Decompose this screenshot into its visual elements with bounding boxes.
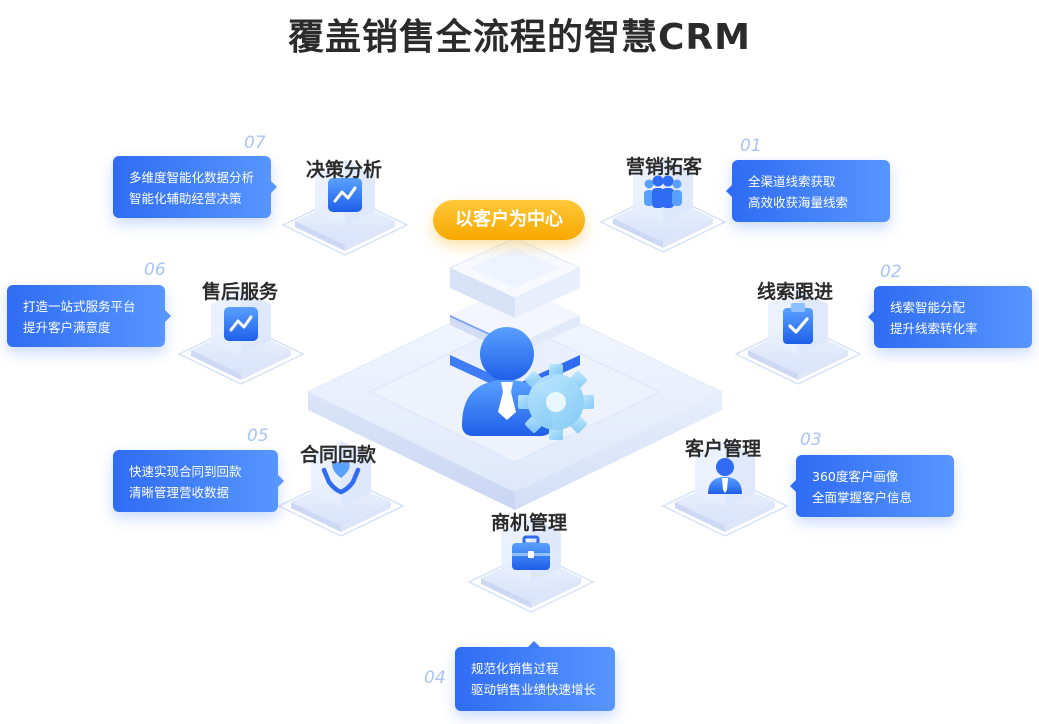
callout-line: 智能化辅助经营决策: [129, 191, 242, 206]
heart-hands-icon: [321, 461, 361, 495]
callout-line: 打造一站式服务平台: [23, 299, 136, 314]
callout-decision: 多维度智能化数据分析智能化辅助经营决策: [113, 156, 277, 218]
node-number-decision: 07: [244, 133, 266, 153]
node-number-customer: 03: [800, 430, 822, 450]
node-title-opportunity: 商机管理: [491, 512, 568, 534]
gear-icon: [518, 364, 594, 440]
line-chart-icon: [224, 307, 258, 341]
node-number-aftersales: 06: [144, 260, 166, 280]
node-number-leads: 02: [880, 262, 902, 282]
people-group-icon: [644, 175, 682, 208]
callout-line: 清晰管理营收数据: [129, 485, 230, 500]
callout-aftersales: 打造一站式服务平台提升客户满意度: [7, 285, 171, 347]
callout-payment: 快速实现合同到回款清晰管理营收数据: [113, 450, 284, 512]
callout-line: 提升客户满意度: [23, 320, 111, 335]
callout-line: 线索智能分配: [890, 300, 966, 315]
node-title-marketing: 营销拓客: [626, 156, 703, 178]
callout-line: 全渠道线索获取: [748, 174, 836, 189]
callout-line: 驱动销售业绩快速增长: [471, 682, 597, 697]
node-title-customer: 客户管理: [685, 438, 762, 460]
callout-line: 多维度智能化数据分析: [129, 170, 255, 185]
center-label: 以客户为中心: [433, 200, 585, 240]
callout-marketing: 全渠道线索获取高效收获海量线索: [726, 160, 890, 222]
node-title-aftersales: 售后服务: [202, 281, 279, 303]
line-chart-icon: [328, 178, 362, 212]
callout-customer: 360度客户画像全面掌握客户信息: [790, 455, 954, 517]
page-title: 覆盖销售全流程的智慧CRM: [288, 17, 751, 58]
node-title-decision: 决策分析: [306, 159, 383, 181]
callout-line: 高效收获海量线索: [748, 195, 849, 210]
user-icon: [708, 458, 742, 494]
node-tile-payment: [277, 441, 405, 537]
node-number-payment: 05: [247, 426, 269, 446]
callout-line: 全面掌握客户信息: [812, 490, 913, 505]
callout-opportunity: 规范化销售过程驱动销售业绩快速增长: [455, 641, 615, 711]
callout-line: 提升线索转化率: [890, 321, 978, 336]
node-number-marketing: 01: [740, 136, 762, 156]
node-title-leads: 线索跟进: [757, 281, 834, 303]
callout-line: 规范化销售过程: [471, 661, 559, 676]
node-number-opportunity: 04: [424, 668, 446, 688]
callout-line: 快速实现合同到回款: [129, 464, 242, 479]
briefcase-icon: [512, 535, 550, 570]
node-title-payment: 合同回款: [300, 444, 377, 466]
callout-leads: 线索智能分配提升线索转化率: [868, 286, 1032, 348]
callout-line: 360度客户画像: [812, 469, 899, 484]
clipboard-check-icon: [783, 303, 813, 344]
